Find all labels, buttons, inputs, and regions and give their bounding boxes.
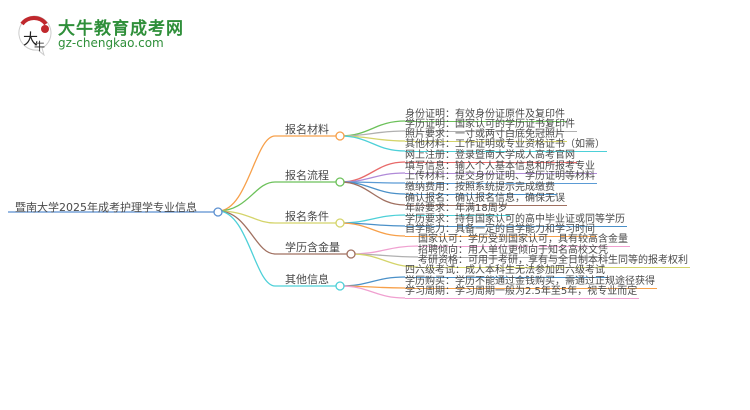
leaf-link (350, 245, 419, 255)
leaf-link (339, 135, 406, 152)
leaf-item: 确认报名：确认报名信息，确保无误 (405, 193, 567, 206)
leaf-item: 照片要求：一寸或两寸白底免冠照片 (405, 129, 567, 142)
branch-node-toggle[interactable] (335, 281, 345, 291)
branch-link (217, 210, 340, 224)
logo: 大 牛 大牛教育成考网 gz-chengkao.com (14, 12, 204, 57)
leaf-link (339, 222, 406, 237)
leaf-item: 国家认可：学历受到国家认可，具有较高含金量 (418, 234, 630, 247)
branch-label: 报名材料 (285, 123, 329, 136)
branch-link (217, 135, 340, 212)
leaf-item: 身份证明：有效身份证原件及复印件 (405, 109, 567, 122)
leaf-link (339, 181, 406, 195)
branch-node-toggle[interactable] (346, 249, 356, 259)
leaf-item: 学历要求：持有国家认可的高中毕业证或同等学历 (405, 214, 627, 227)
leaf-link (350, 253, 419, 268)
leaf-item: 招聘倾向：用人单位更倾向于知名高校文凭 (418, 245, 610, 258)
leaf-link (339, 161, 406, 183)
logo-mark-icon: 大 牛 (18, 15, 52, 57)
leaf-link (339, 181, 406, 206)
root-node-toggle[interactable] (213, 207, 223, 217)
leaf-item: 填写信息：输入个人基本信息和所报考专业 (405, 161, 597, 174)
leaf-item: 学历购买：学历不能通过金钱购买，需通过正规途径获得 (405, 276, 657, 289)
leaf-item: 学历证明：国家认可的学历证书复印件 (405, 119, 577, 132)
leaf-link (339, 130, 406, 137)
leaf-link (339, 285, 406, 299)
leaf-item: 四六级考试：成人本科生无法参加四六级考试 (405, 265, 607, 278)
leaf-link (339, 214, 406, 224)
branch-link (217, 210, 351, 255)
svg-text:大: 大 (23, 30, 38, 48)
leaf-item: 考研资格：可用于考研，享有与全日制本科生同等的报考权利 (418, 255, 690, 268)
branch-link (217, 210, 340, 287)
branch-node-toggle[interactable] (335, 177, 345, 187)
leaf-item: 缴纳费用：按照系统提示完成缴费 (405, 182, 557, 195)
leaf-item: 学习周期：学习周期一般为2.5年至5年，视专业而定 (405, 286, 640, 299)
leaf-link (339, 276, 406, 287)
branch-link (217, 181, 340, 212)
svg-text:牛: 牛 (34, 39, 45, 53)
branch-label: 报名条件 (285, 210, 329, 223)
branch-node-toggle[interactable] (335, 218, 345, 228)
logo-title: 大牛教育成考网 (58, 19, 184, 39)
branch-node-toggle[interactable] (335, 131, 345, 141)
logo-url: gz-chengkao.com (58, 36, 164, 50)
leaf-item: 上传材料：提交身份证明、学历证明等材料 (405, 171, 597, 184)
root-topic: 暨南大学2025年成考护理学专业信息 (15, 201, 197, 214)
leaf-item: 自学能力：具备一定的自学能力和学习时间 (405, 224, 597, 237)
branch-label: 其他信息 (285, 273, 329, 286)
leaf-item: 年龄要求：年满18周岁 (405, 203, 510, 216)
branch-label: 报名流程 (285, 169, 329, 182)
leaf-item: 其他材料：工作证明或专业资格证书（如需） (405, 139, 607, 152)
branch-label: 学历含金量 (285, 241, 340, 254)
leaf-item: 网上注册：登录暨南大学成人高考官网 (405, 150, 577, 163)
